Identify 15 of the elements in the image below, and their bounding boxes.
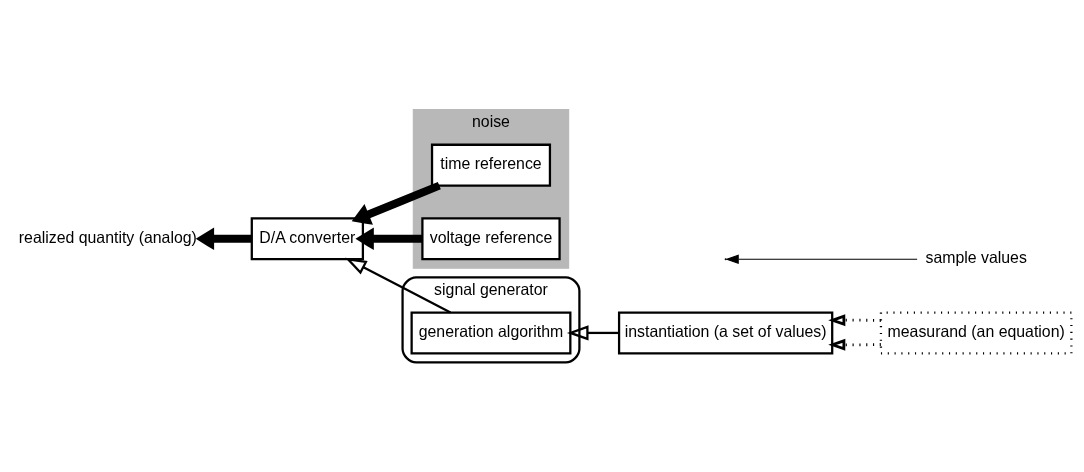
node-box: voltage reference xyxy=(421,217,561,261)
node-box: time reference xyxy=(430,143,552,187)
arrow xyxy=(566,325,619,341)
arrow xyxy=(345,257,452,314)
arrow xyxy=(195,227,252,251)
node-box: generation algorithm xyxy=(410,311,572,355)
arrow xyxy=(725,254,918,264)
arrow xyxy=(828,338,881,351)
node-box: D/A converter xyxy=(250,217,365,261)
node-text: sample values xyxy=(925,249,1027,267)
arrow xyxy=(355,227,423,251)
node-box: measurand (an equation) xyxy=(879,311,1073,355)
node-box: instantiation (a set of values) xyxy=(617,311,834,355)
arrow xyxy=(828,314,881,327)
node-text: realized quantity (analog) xyxy=(18,229,197,247)
